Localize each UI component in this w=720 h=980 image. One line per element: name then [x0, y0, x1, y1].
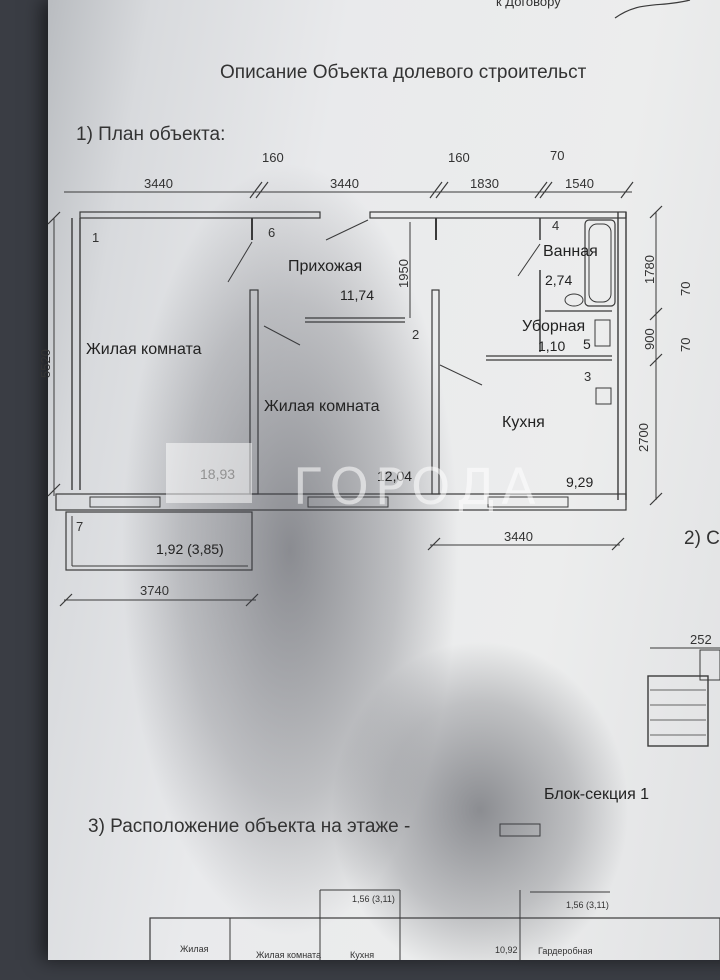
room-label-living2: Жилая комната: [264, 398, 380, 415]
mini-area-1: 1,56 (3,11): [352, 894, 395, 904]
dim-wall3: 70: [550, 148, 565, 163]
section3-heading: 3) Расположение объекта на этаже -: [88, 816, 411, 837]
floor-layout-plan: [149, 917, 720, 960]
dim-wall1: 160: [262, 150, 284, 165]
room-number-2: 2: [412, 327, 420, 342]
mini-area-2: 1,56 (3,11): [566, 900, 609, 910]
sink: [564, 293, 584, 307]
area-balcony: 1,92 (3,85): [156, 541, 224, 557]
mini-room-3: Кухня: [350, 950, 375, 960]
mini-area-3: 10,92: [495, 945, 518, 955]
mini-room-2: Жилая комната: [256, 950, 322, 960]
room-number-7: 7: [76, 519, 84, 534]
section1-heading: 1) План объекта:: [76, 124, 226, 145]
area-living2: 12,04: [377, 468, 413, 484]
mini-room-4: Гардеробная: [538, 946, 593, 956]
room-number-4: 4: [552, 218, 560, 233]
mini-room-1: Жилая: [180, 944, 209, 954]
dim-depth: 5520: [38, 349, 53, 378]
dim-bottom-w: 3440: [504, 529, 533, 544]
section2-heading: 2) С: [684, 528, 720, 549]
room-number-1: 1: [92, 230, 100, 245]
dim-w3: 1830: [470, 176, 499, 191]
dim-w4: 1540: [565, 176, 594, 191]
dim-bath-depth: 1780: [642, 255, 657, 284]
dim-kitchen-depth: 2700: [636, 423, 651, 452]
dim-w1: 3440: [144, 176, 173, 191]
stove: [595, 387, 612, 405]
dim-wc-depth: 900: [642, 328, 657, 350]
room-number-6: 6: [268, 225, 276, 240]
bathtub: [584, 219, 616, 307]
area-bath: 2,74: [545, 272, 573, 288]
north-wall-right: [369, 211, 627, 219]
dim-balcony-w: 3740: [140, 583, 169, 598]
dim-gap1: 70: [678, 281, 693, 296]
room-label-bath: Ванная: [543, 243, 598, 260]
toilet: [594, 319, 611, 347]
page-title: Описание Объекта долевого строительст: [220, 62, 587, 83]
room-label-wc: Уборная: [522, 318, 586, 335]
watermark-text: ГОРОДА: [293, 458, 542, 516]
signature: [614, 0, 691, 19]
room-label-kitchen: Кухня: [502, 414, 545, 431]
area-kitchen: 9,29: [566, 474, 594, 490]
area-hall: 11,74: [340, 287, 374, 303]
section2-dim: 252: [690, 632, 712, 647]
room-label-hall: Прихожая: [288, 258, 363, 275]
dim-wall2: 160: [448, 150, 470, 165]
room-number-5: 5: [583, 336, 591, 352]
block-section-caption: Блок-секция 1: [544, 786, 650, 803]
dim-hall-depth: 1950: [396, 259, 411, 288]
block-section-plan: [647, 675, 709, 747]
dim-gap2: 70: [678, 337, 693, 352]
north-wall-left: [79, 211, 321, 219]
dim-w2: 3440: [330, 176, 359, 191]
attachment-note: к Договору: [496, 0, 561, 9]
area-wc: 1,10: [538, 338, 566, 354]
watermark-logo: [166, 443, 252, 503]
room-label-living1: Жилая комната: [86, 341, 202, 358]
room-number-3: 3: [584, 369, 592, 384]
